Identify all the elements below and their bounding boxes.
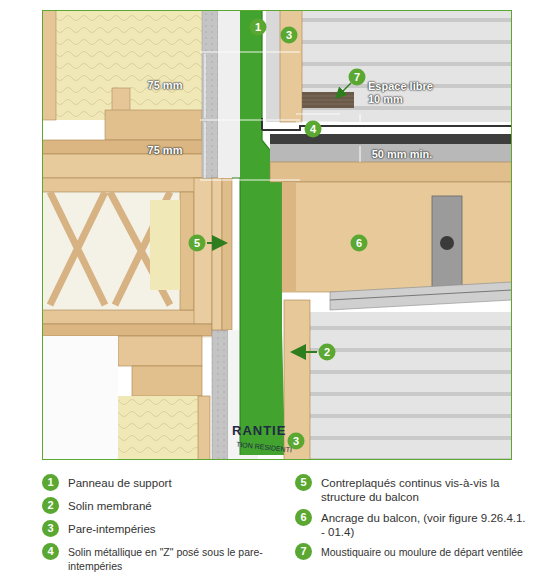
legend-swatch: 6: [295, 509, 312, 526]
callout-number: 5: [189, 235, 206, 252]
legend-text: Ancrage du balcon, (voir figure 9.26.4.1…: [321, 511, 531, 539]
callout-number: 7: [295, 543, 312, 560]
legend-text: Moustiquaire ou moulure de départ ventil…: [321, 545, 531, 559]
watermark: RANTIE: [232, 423, 286, 438]
callout-number: 7: [349, 69, 366, 86]
callout-number: 3: [42, 520, 59, 537]
legend-swatch: 2: [42, 497, 59, 514]
callout-number: 1: [250, 19, 267, 36]
legend-swatch: 4: [42, 543, 59, 560]
callout-number: 3: [281, 27, 298, 44]
callout-number: 6: [351, 235, 368, 252]
callout-number: 2: [319, 344, 336, 361]
callout-number: 4: [305, 121, 322, 138]
legend-text: Contreplaqués continus vis-à-vis la stru…: [321, 476, 531, 504]
legend-text: Solin membrané: [68, 499, 298, 513]
legend-text: Panneau de support: [68, 476, 298, 490]
legend-swatch: 5: [295, 474, 312, 491]
legend-text: Pare-intempéries: [68, 522, 298, 536]
legend-swatch: 3: [42, 520, 59, 537]
legend-swatch: 7: [295, 543, 312, 560]
callout-number: 4: [42, 543, 59, 560]
dimension: 75 mm: [148, 144, 183, 156]
legend-swatch: 1: [42, 474, 59, 491]
callout-number: 2: [42, 497, 59, 514]
callout-number: 1: [42, 474, 59, 491]
dimension: Espace libre 10 mm: [368, 80, 438, 106]
legend-text: Solin métallique en "Z" posé sous le par…: [68, 545, 298, 573]
dimension: 75 mm: [148, 79, 183, 91]
callout-number: 6: [295, 509, 312, 526]
dimension: 50 mm min.: [372, 148, 433, 160]
callout-number: 5: [295, 474, 312, 491]
